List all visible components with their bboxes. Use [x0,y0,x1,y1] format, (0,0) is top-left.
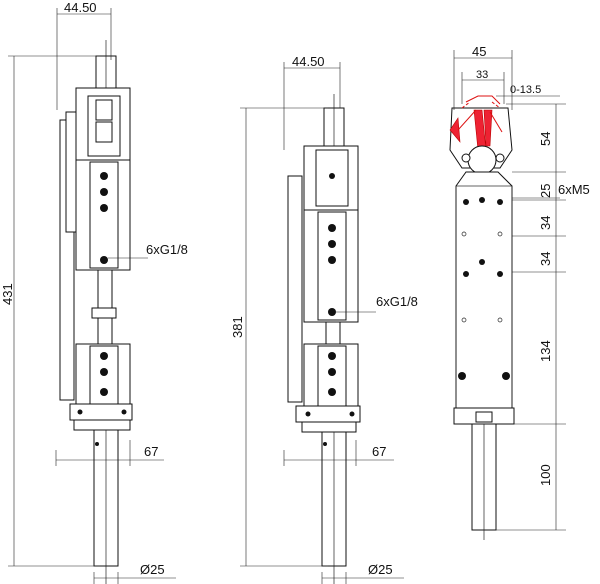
right-stroke-range: 0-13.5 [510,84,541,96]
middle-width-dim: 44.50 [292,54,325,69]
right-dim-34a: 34 [538,216,553,230]
left-view: 44.50 431 6xG1/8 67 Ø25 [0,0,188,584]
right-dim-54: 54 [538,132,553,146]
right-width-outer-dim: 45 [472,44,486,59]
middle-base-width-dim: 67 [372,444,386,459]
middle-rod-diameter-dim: Ø25 [368,562,393,577]
right-dim-25: 25 [538,184,553,198]
left-port-label: 6xG1/8 [146,242,188,257]
middle-height-dim: 381 [230,316,245,338]
right-dim-100: 100 [538,464,553,486]
right-dim-134: 134 [538,340,553,362]
left-width-dim: 44.50 [64,0,97,15]
left-rod-diameter-dim: Ø25 [140,562,165,577]
right-dim-34b: 34 [538,252,553,266]
right-view: 45 33 0-13.5 54 25 34 34 134 100 6xM5 [449,44,590,540]
left-base-width-dim: 67 [144,444,158,459]
right-thread-label: 6xM5 [558,182,590,197]
middle-port-label: 6xG1/8 [376,294,418,309]
right-width-inner-dim: 33 [476,69,488,81]
middle-view: 44.50 381 6xG1/8 67 Ø25 [230,54,418,584]
left-height-dim: 431 [0,283,15,305]
